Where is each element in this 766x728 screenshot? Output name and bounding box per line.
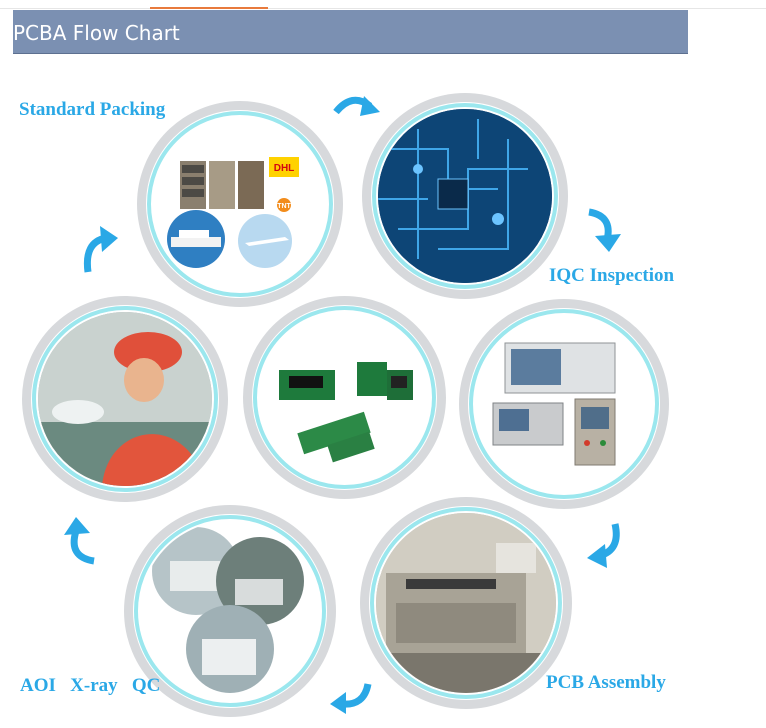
step-label-aoi: AOI X-ray QC bbox=[20, 675, 161, 696]
arrow-down-icon bbox=[583, 206, 627, 254]
arrow-right-icon bbox=[332, 92, 382, 122]
worker-photo bbox=[38, 312, 212, 486]
step-circle-aoi bbox=[124, 505, 336, 717]
page-title: PCBA Flow Chart bbox=[13, 21, 180, 45]
tnt-logo: TNT bbox=[277, 203, 291, 210]
step-circle-circuit bbox=[362, 93, 568, 299]
assembly-photo bbox=[376, 513, 556, 693]
step-circle-worker bbox=[22, 296, 228, 502]
step-label-iqc: IQC Inspection bbox=[549, 265, 675, 286]
center-circle-boards bbox=[243, 296, 446, 499]
arrow-down-left-icon bbox=[585, 520, 625, 570]
top-divider bbox=[0, 8, 766, 9]
pcb-boards-photo bbox=[259, 312, 430, 483]
dhl-logo: DHL bbox=[274, 163, 295, 174]
arrow-up-icon bbox=[60, 515, 104, 565]
step-label-assembly: PCB Assembly bbox=[546, 672, 666, 693]
active-tab-marker bbox=[150, 7, 268, 9]
step-label-packing: Standard Packing bbox=[19, 99, 166, 120]
header-bar: PCBA Flow Chart bbox=[13, 10, 688, 54]
step-circle-assembly bbox=[360, 497, 572, 709]
aoi-photo bbox=[140, 521, 320, 701]
step-circle-iqc bbox=[459, 299, 669, 509]
circuit-photo bbox=[378, 109, 552, 283]
iqc-photo bbox=[475, 315, 653, 493]
packing-photo: DHL TNT bbox=[153, 117, 327, 291]
arrow-left-icon bbox=[328, 680, 374, 714]
step-circle-packing: DHL TNT bbox=[137, 101, 343, 307]
arrow-up-right-icon bbox=[80, 222, 120, 274]
